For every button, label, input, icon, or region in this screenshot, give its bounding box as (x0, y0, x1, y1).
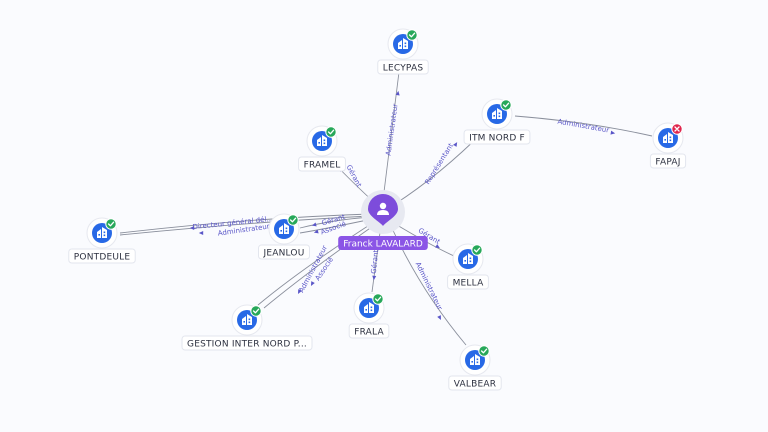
status-active-icon (105, 218, 117, 230)
person-name: Franck LAVALARD (343, 240, 423, 250)
company-label: FAPAJ (649, 153, 687, 169)
relation-arrow-icon (435, 244, 440, 249)
company-label: JEANLOU (258, 244, 310, 260)
status-active-icon (372, 293, 384, 305)
relation-line-pontdeule (119, 213, 371, 234)
company-node-jeanlou[interactable]: JEANLOU (258, 213, 310, 260)
company-name: ITM NORD F (469, 134, 525, 144)
company-name: FAPAJ (655, 158, 680, 168)
company-node-frala[interactable]: FRALA (348, 292, 390, 339)
status-active-icon (325, 126, 337, 138)
company-node-framel[interactable]: FRAMEL (298, 125, 346, 172)
relation-arrow-icon (395, 90, 400, 96)
company-label: ITM NORD F (463, 129, 531, 145)
company-node-lecypas[interactable]: LECYPAS (377, 28, 429, 75)
company-name: PONTDEULE (74, 253, 131, 263)
relation-line-pontdeule2 (119, 215, 371, 236)
company-label: MELLA (447, 274, 489, 290)
company-label: PONTDEULE (68, 248, 136, 264)
relation-line-gestion (257, 221, 375, 306)
person-node[interactable]: Franck LAVALARD (338, 190, 428, 250)
relation-arrow-icon (310, 281, 315, 286)
status-active-icon (478, 345, 490, 357)
company-name: LECYPAS (383, 64, 424, 74)
company-name: FRALA (354, 328, 384, 338)
company-label: GESTION INTER NORD P... (181, 335, 313, 351)
status-active-icon (500, 99, 512, 111)
relation-label: Représentant (423, 142, 455, 186)
company-node-pontdeule[interactable]: PONTDEULE (68, 217, 136, 264)
status-active-icon (406, 29, 418, 41)
relation-label: Gérant (370, 249, 380, 274)
relation-line-fapaj (514, 115, 653, 137)
company-label: FRALA (348, 323, 390, 339)
relation-label: Administrateur (414, 261, 444, 312)
user-icon (377, 202, 389, 215)
relation-arrow-icon (453, 142, 458, 147)
relation-arrow-icon (198, 231, 204, 235)
company-name: VALBEAR (454, 380, 496, 390)
relation-arrow-icon (311, 222, 317, 227)
relation-line-gestion2 (263, 223, 377, 309)
company-node-mella[interactable]: MELLA (447, 243, 489, 290)
company-label: LECYPAS (377, 59, 429, 75)
company-label: FRAMEL (298, 156, 346, 172)
relation-arrow-icon (297, 289, 302, 294)
relation-label: Administrateur (557, 118, 610, 135)
relation-arrow-icon (437, 315, 441, 320)
company-name: JEANLOU (263, 249, 305, 259)
status-closed-icon (671, 123, 683, 135)
relation-arrow-icon (189, 226, 195, 230)
relation-line-lecypas (382, 71, 400, 201)
relation-label: Administrateur (384, 103, 399, 156)
company-node-fapaj[interactable]: FAPAJ (649, 122, 687, 169)
status-active-icon (287, 214, 299, 226)
company-node-itmnordf[interactable]: ITM NORD F (463, 98, 531, 145)
status-active-icon (471, 244, 483, 256)
person-label: Franck LAVALARD (338, 236, 428, 250)
status-active-icon (250, 305, 262, 317)
relation-arrow-icon (610, 130, 616, 135)
company-node-gestion[interactable]: GESTION INTER NORD P... (181, 304, 313, 351)
company-name: MELLA (453, 279, 484, 289)
company-name: FRAMEL (304, 161, 341, 171)
relation-arrow-icon (313, 229, 319, 234)
relation-arrow-icon (372, 275, 377, 281)
company-label: VALBEAR (448, 375, 502, 391)
company-node-valbear[interactable]: VALBEAR (448, 344, 502, 391)
company-name: GESTION INTER NORD P... (187, 340, 307, 350)
